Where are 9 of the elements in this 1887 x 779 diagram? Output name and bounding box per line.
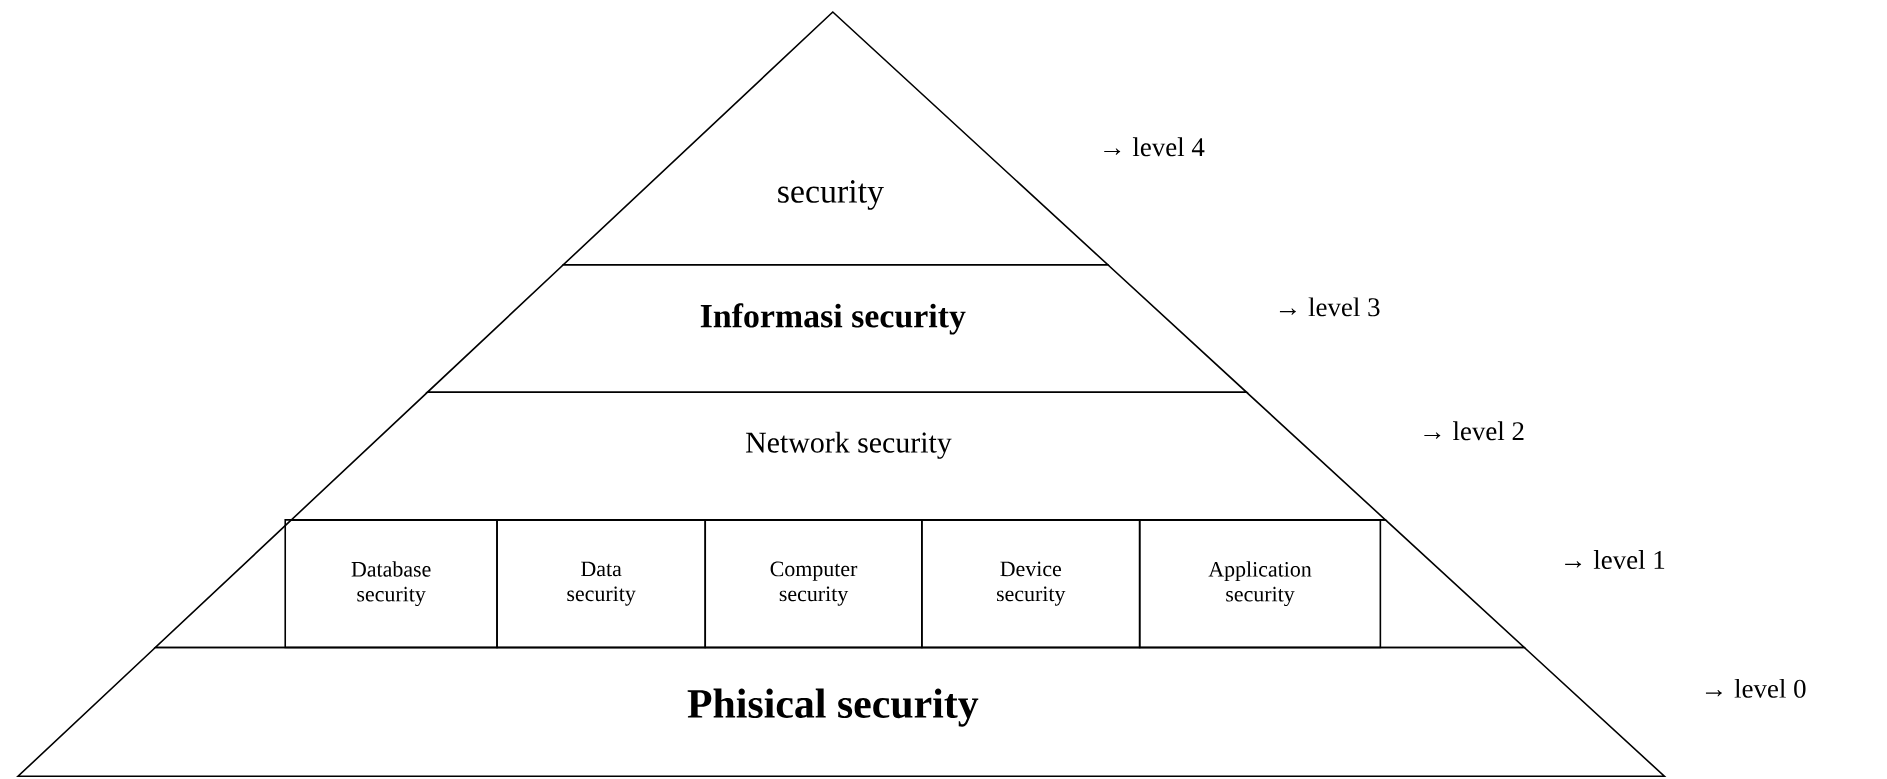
security-box: Application security: [1138, 519, 1382, 649]
security-box: Database security: [284, 519, 498, 649]
security-box: Computer security: [704, 519, 923, 649]
level-label: → level 2: [1424, 421, 1524, 441]
level-label: → level 3: [1279, 297, 1380, 317]
security-box: Device security: [921, 519, 1141, 649]
security-box: Data security: [496, 519, 707, 649]
level-label: → level 1: [1565, 550, 1665, 570]
level-label: → level 0: [1705, 678, 1806, 698]
